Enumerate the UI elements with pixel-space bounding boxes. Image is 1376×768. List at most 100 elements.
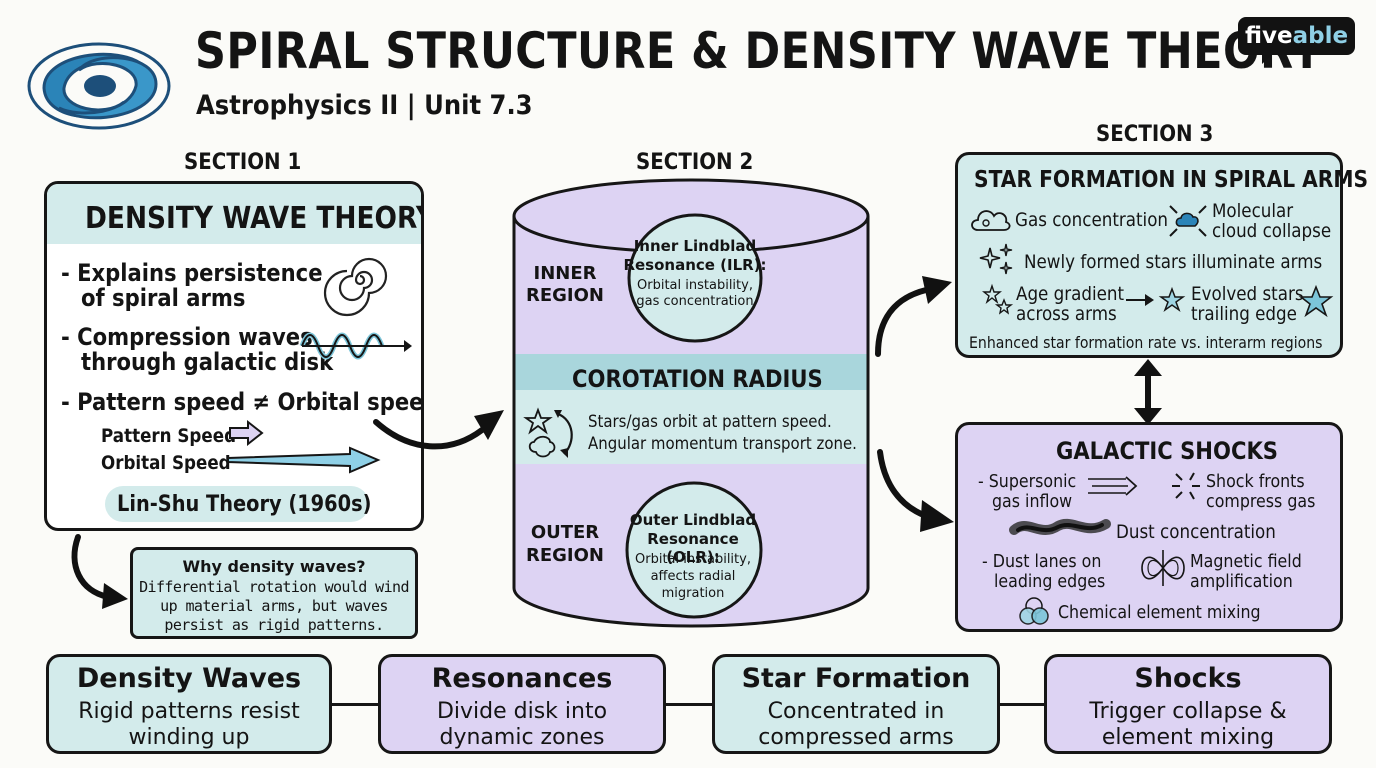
summary-line1: Trigger collapse & [1089, 699, 1287, 724]
evolved-stars-line2: trailing edge [1191, 303, 1297, 325]
arrow-to-section3 [875, 276, 952, 357]
summary-line1: Rigid patterns resist [78, 699, 300, 724]
summary-line1: Divide disk into [436, 699, 608, 724]
logo-tail [1262, 53, 1274, 64]
wave-arrow-icon [299, 332, 412, 360]
card-header-band [47, 184, 421, 244]
orbital-speed-label: Orbital Speed [101, 452, 231, 474]
element-mixing-icon [1019, 597, 1049, 625]
why-line1: Differential rotation would wind [139, 578, 409, 596]
page-subtitle: Astrophysics II | Unit 7.3 [196, 90, 533, 121]
gas-cloud-icon [971, 210, 1011, 231]
inner-region-line2: REGION [526, 285, 604, 306]
ilr-desc-line1: Orbital instability, [637, 278, 753, 293]
density-wave-card: DENSITY WAVE THEORY - Explains persisten… [44, 181, 424, 531]
magnetic-line2: amplification [1190, 571, 1293, 592]
summary-card-density-waves: Density Waves Rigid patterns resist wind… [46, 654, 332, 754]
summary-card-resonances: Resonances Divide disk into dynamic zone… [378, 654, 666, 754]
age-gradient-line1: Age gradient [1016, 283, 1125, 305]
summary-line2: compressed arms [758, 725, 954, 750]
shock-fronts-line1: Shock fronts [1206, 471, 1305, 492]
summary-title: Resonances [431, 663, 613, 694]
evolved-stars-line1: Evolved stars [1191, 283, 1304, 305]
dust-concentration-text: Dust concentration [1116, 521, 1276, 543]
chemical-mixing-text: Chemical element mixing [1058, 602, 1261, 623]
gas-concentration-text: Gas concentration [1015, 209, 1169, 231]
dust-lanes-line1: - Dust lanes on [982, 551, 1102, 572]
summary-connector-1 [330, 703, 378, 706]
corotation-line2: Angular momentum transport zone. [588, 434, 857, 454]
outer-region-line1: OUTER [530, 522, 600, 543]
density-wave-heading: DENSITY WAVE THEORY [85, 201, 424, 236]
supersonic-line2: gas inflow [992, 491, 1073, 512]
bullet-persistence-line1: - Explains persistence [61, 259, 323, 287]
summary-line2: dynamic zones [439, 725, 605, 750]
summary-connector-2 [664, 703, 714, 706]
shock-fronts-line2: compress gas [1206, 491, 1316, 512]
bullet-persistence-line2: of spiral arms [81, 284, 246, 312]
star-formation-card: STAR FORMATION IN SPIRAL ARMS Gas concen… [955, 152, 1368, 358]
olr-circle [625, 481, 763, 619]
lin-shu-text: Lin-Shu Theory (1960s) [117, 492, 372, 517]
dust-streak-icon [1009, 519, 1111, 535]
supersonic-line1: - Supersonic [978, 471, 1077, 492]
olr-title-line2: Resonance (OLR): [647, 530, 739, 566]
evolved-star-icon [1158, 286, 1186, 313]
arrow-to-shocks [877, 449, 954, 532]
summary-title: Density Waves [76, 663, 302, 694]
section3-label: SECTION 3 [1096, 122, 1214, 147]
page-title: SPIRAL STRUCTURE & DENSITY WAVE THEORY [195, 22, 1323, 80]
bullet-compression-line1: - Compression waves [61, 323, 313, 351]
bullet-compression-line2: through galactic disk [81, 348, 334, 376]
spiral-icon [323, 257, 388, 317]
newly-formed-text: Newly formed stars illuminate arms [1024, 251, 1323, 273]
arrow-to-section2 [373, 410, 504, 450]
orbit-cycle-icon [523, 407, 573, 458]
sparkle-stars-icon [979, 243, 1013, 275]
molecular-line2: cloud collapse [1212, 220, 1332, 242]
pattern-speed-arrow-icon [229, 419, 264, 447]
why-line2: up material arms, but waves [160, 597, 388, 615]
ilr-title-line2: Resonance (ILR): [623, 256, 767, 274]
lin-shu-pill [105, 486, 369, 522]
summary-card-star-formation: Star Formation Concentrated in compresse… [712, 654, 1000, 754]
bullet-pattern-speed: - Pattern speed ≠ Orbital speed [61, 388, 424, 416]
ilr-title-line1: Inner Lindblad [633, 237, 757, 255]
arrow-to-why-box [71, 534, 128, 609]
age-gradient-line2: across arms [1016, 303, 1117, 325]
orbital-speed-arrow-icon [227, 446, 381, 474]
section1-label: SECTION 1 [184, 150, 302, 175]
small-stars-icon [982, 283, 1014, 315]
magnetic-line1: Magnetic field [1190, 551, 1302, 572]
summary-connector-3 [998, 703, 1046, 706]
olr-desc-line2: affects radial [650, 569, 736, 584]
fiveable-logo: fiveable [1238, 17, 1355, 55]
galactic-shocks-heading: GALACTIC SHOCKS [1056, 437, 1279, 465]
summary-title: Shocks [1134, 663, 1242, 694]
summary-title: Star Formation [741, 663, 971, 694]
summary-card-shocks: Shocks Trigger collapse & element mixing [1044, 654, 1332, 754]
molecular-line1: Molecular [1212, 200, 1294, 222]
cloud-collapse-icon [1169, 205, 1207, 237]
enhanced-rate-text: Enhanced star formation rate vs. interar… [969, 333, 1323, 352]
why-title: Why density waves? [182, 557, 366, 576]
gradient-arrow-icon [1126, 294, 1154, 306]
why-line3: persist as rigid patterns. [164, 616, 384, 634]
olr-desc-line1: Orbital instability, [635, 552, 751, 567]
inner-region-line1: INNER [533, 263, 597, 284]
olr-title-line1: Outer Lindblad [629, 511, 757, 529]
section2-label: SECTION 2 [636, 150, 754, 175]
summary-line2: winding up [128, 725, 250, 750]
star-formation-heading: STAR FORMATION IN SPIRAL ARMS [974, 167, 1369, 193]
olr-desc-line3: migration [661, 586, 725, 601]
summary-line1: Concentrated in [767, 699, 945, 724]
why-density-waves-box: Why density waves? Differential rotation… [130, 547, 418, 639]
shock-fronts-icon [1172, 472, 1200, 500]
double-arrow-connector [1134, 359, 1162, 425]
summary-line2: element mixing [1101, 725, 1275, 750]
corotation-line1: Stars/gas orbit at pattern speed. [588, 412, 832, 432]
dust-lanes-line2: leading edges [994, 571, 1106, 592]
outer-region-line2: REGION [526, 545, 604, 566]
ilr-desc-line2: gas concentration [636, 294, 754, 309]
corotation-title: COROTATION RADIUS [572, 365, 823, 393]
